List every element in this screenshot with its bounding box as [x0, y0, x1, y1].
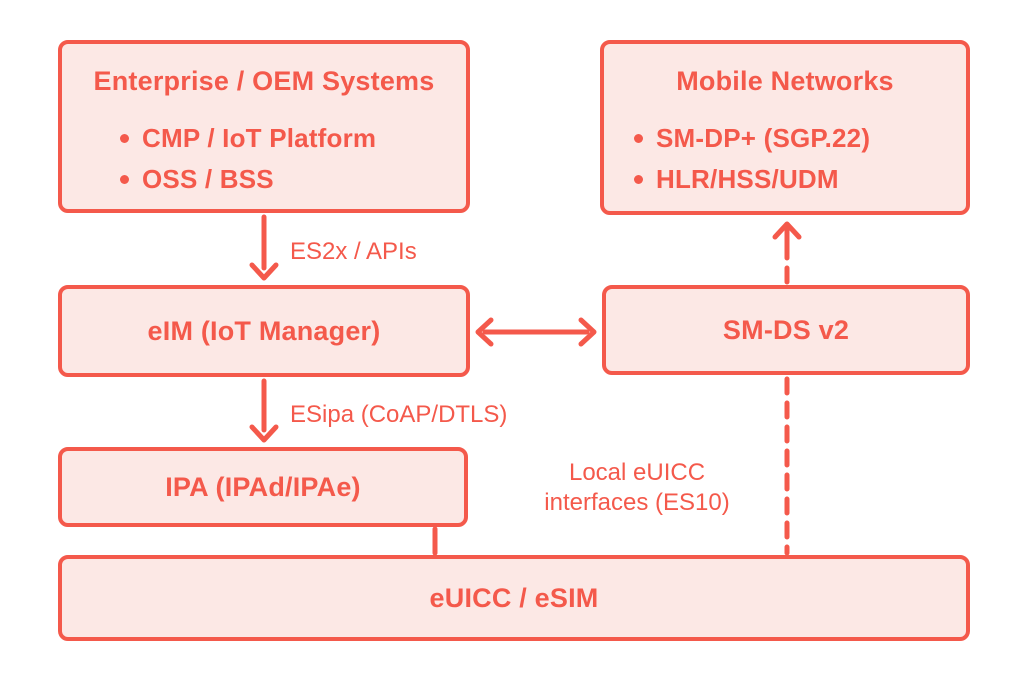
- box-ipa-title: IPA (IPAd/IPAe): [165, 472, 361, 502]
- list-item: OSS / BSS: [120, 159, 466, 200]
- list-item-label: SM-DP+ (SGP.22): [656, 123, 871, 153]
- edge-label-local-euicc-interfaces: Local eUICC interfaces (ES10): [544, 459, 730, 516]
- bullet-icon: [634, 134, 643, 143]
- box-eim-title: eIM (IoT Manager): [147, 316, 381, 346]
- arrow-eim-smds-bidirectional: [475, 317, 597, 347]
- edge-label-es2x-apis: ES2x / APIs: [290, 238, 417, 265]
- list-item: SM-DP+ (SGP.22): [634, 118, 966, 159]
- box-enterprise-title: Enterprise / OEM Systems: [93, 66, 435, 96]
- box-mobile-title: Mobile Networks: [676, 66, 894, 96]
- box-euicc-title: eUICC / eSIM: [429, 583, 599, 613]
- list-item-label: CMP / IoT Platform: [142, 123, 377, 153]
- box-sm-ds-v2: SM-DS v2: [602, 285, 970, 375]
- bullet-icon: [120, 134, 129, 143]
- bullet-icon: [120, 175, 129, 184]
- arrow-enterprise-to-eim: [249, 214, 279, 281]
- box-enterprise-list: CMP / IoT Platform OSS / BSS: [120, 118, 466, 200]
- box-mobile-networks: Mobile Networks SM-DP+ (SGP.22) HLR/HSS/…: [600, 40, 970, 215]
- box-enterprise-oem-systems: Enterprise / OEM Systems CMP / IoT Platf…: [58, 40, 470, 213]
- arrow-eim-to-ipa: [249, 378, 279, 443]
- list-item: HLR/HSS/UDM: [634, 159, 966, 200]
- box-smds-title: SM-DS v2: [722, 315, 850, 345]
- box-mobile-list: SM-DP+ (SGP.22) HLR/HSS/UDM: [634, 118, 966, 200]
- box-eim-iot-manager: eIM (IoT Manager): [58, 285, 470, 377]
- box-ipa: IPA (IPAd/IPAe): [58, 447, 468, 527]
- arrow-smds-to-mobile-dashed: [772, 221, 802, 285]
- list-item: CMP / IoT Platform: [120, 118, 466, 159]
- list-item-label: HLR/HSS/UDM: [656, 164, 839, 194]
- list-item-label: OSS / BSS: [142, 164, 274, 194]
- bullet-icon: [634, 175, 643, 184]
- edge-label-esipa: ESipa (CoAP/DTLS): [290, 401, 508, 428]
- box-euicc-esim: eUICC / eSIM: [58, 555, 970, 641]
